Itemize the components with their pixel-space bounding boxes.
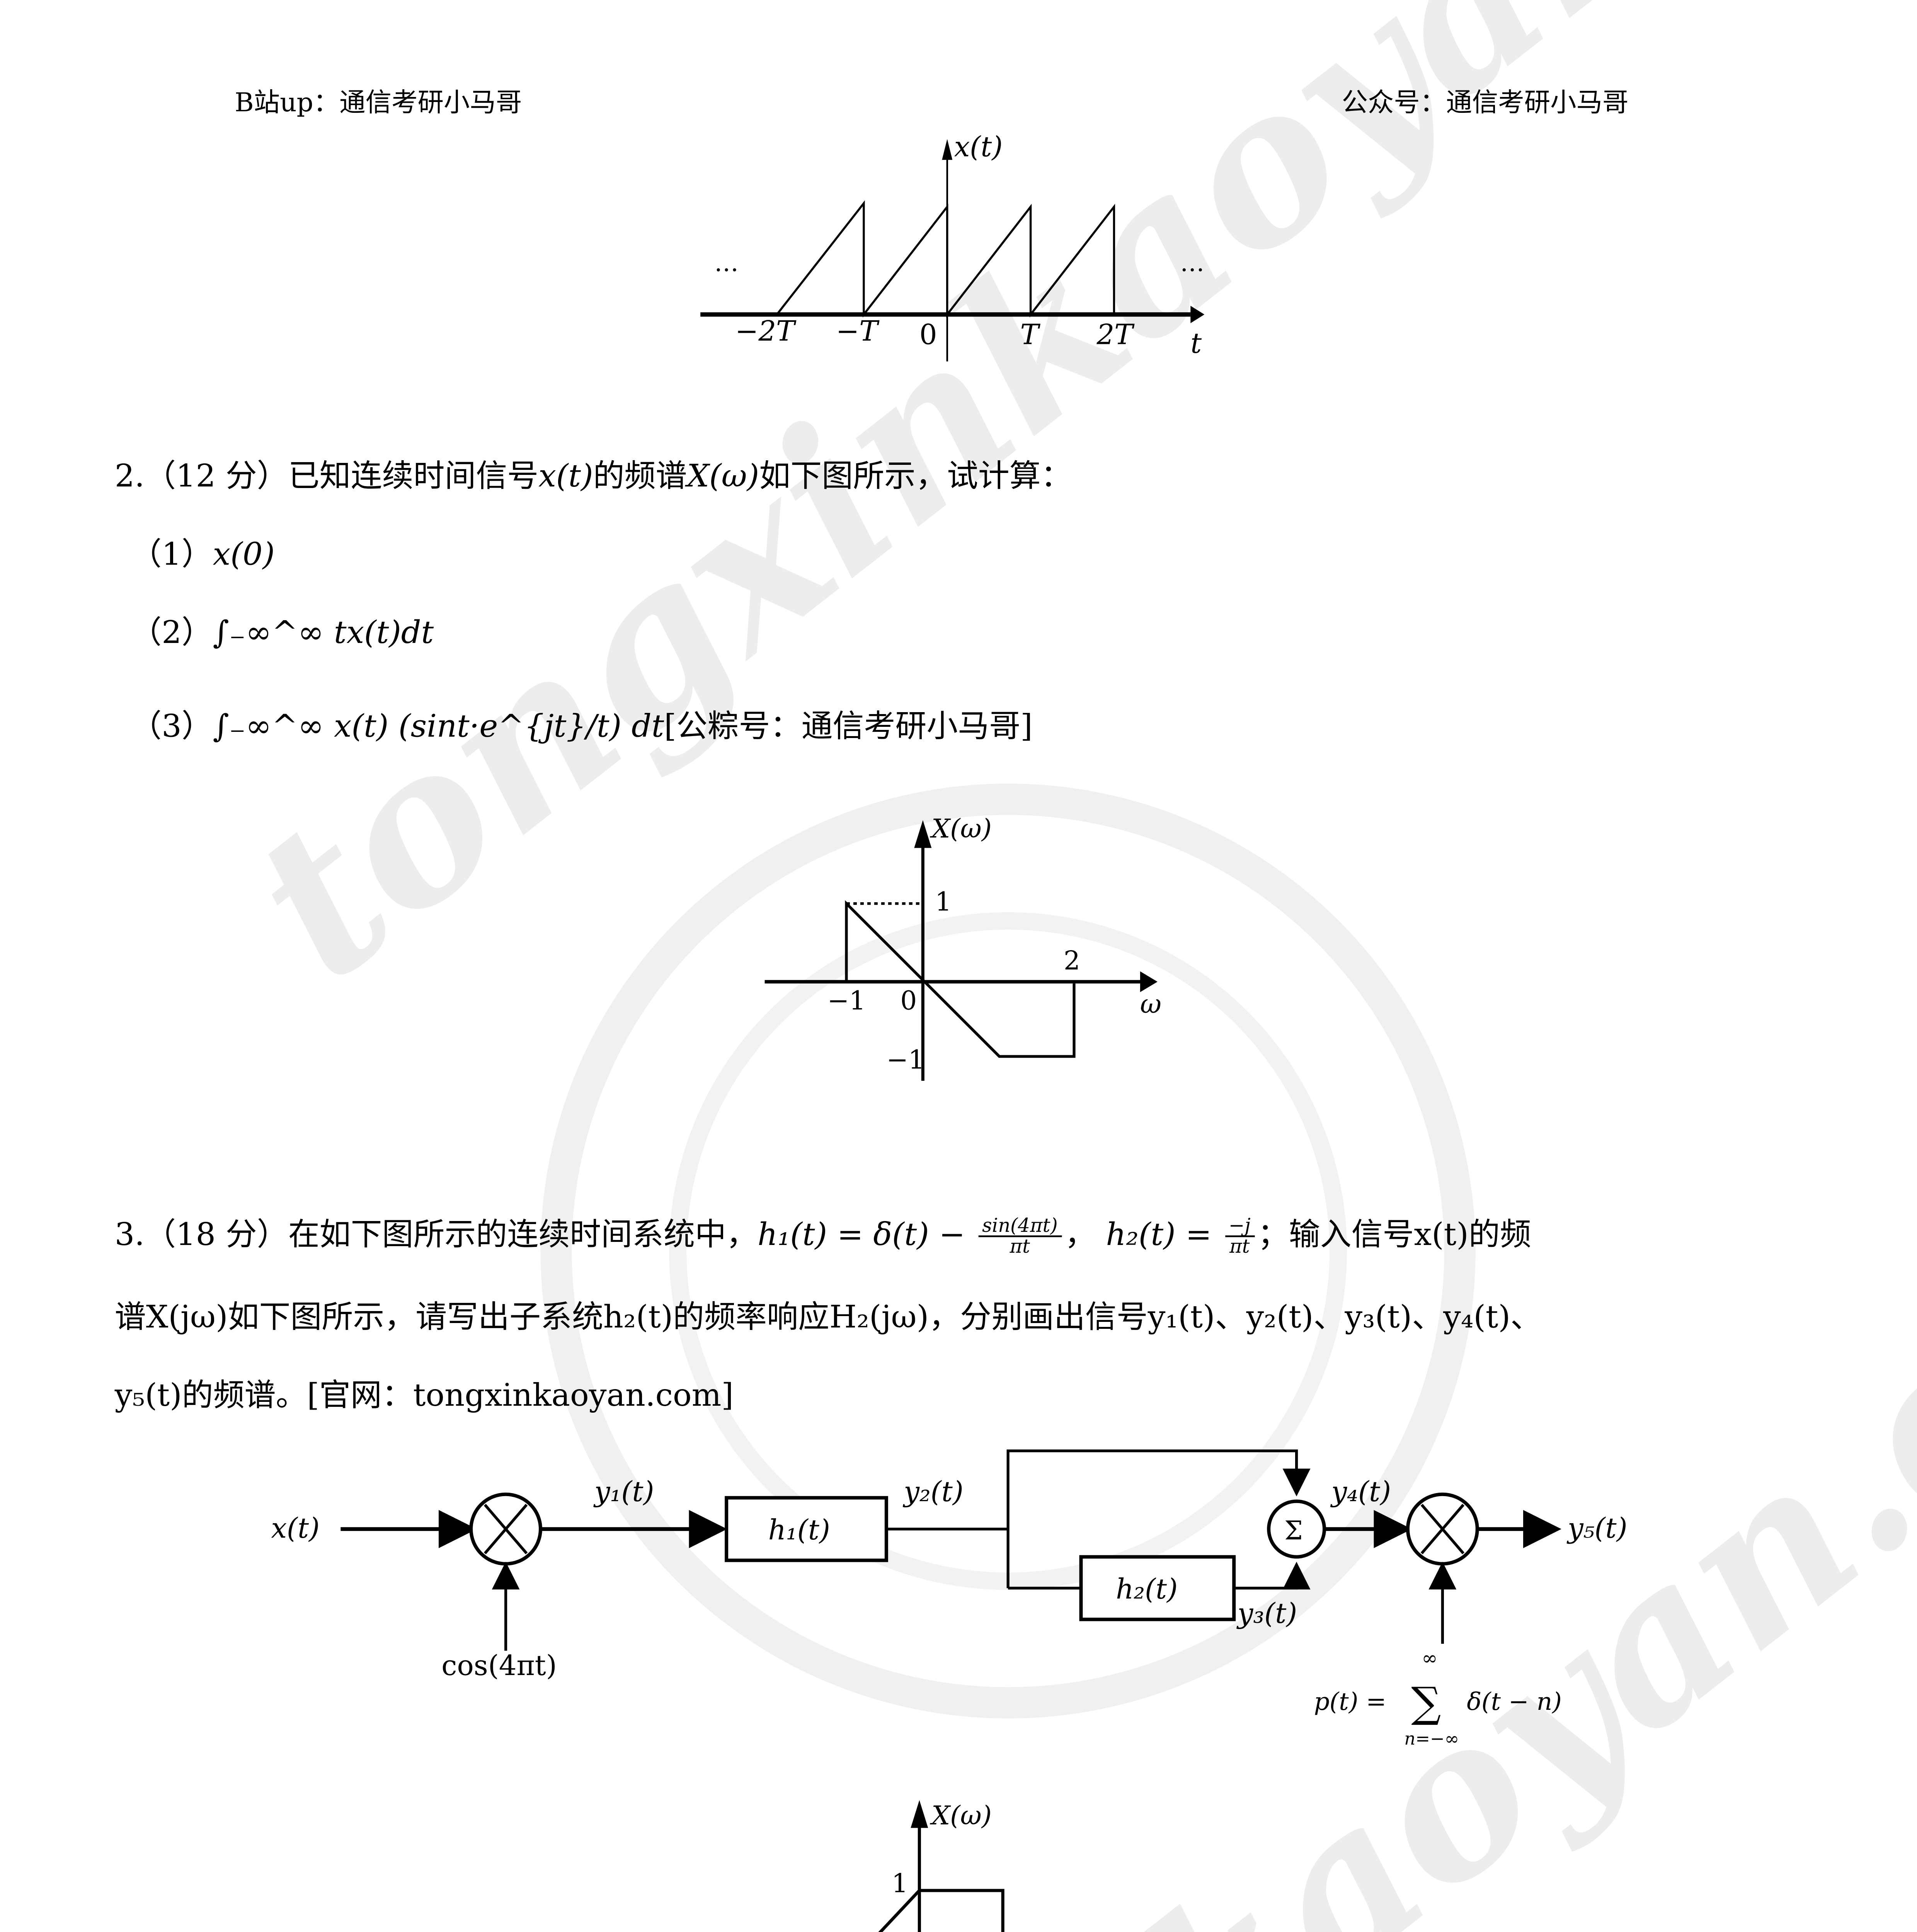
y-tick: −1 <box>886 1044 924 1075</box>
tick-label: −T <box>836 315 880 347</box>
tick-label: 2T <box>1096 318 1135 350</box>
chart-title: X(ω) <box>930 1800 992 1831</box>
h1-block <box>725 1496 888 1562</box>
tick-label: T <box>1020 318 1041 350</box>
x-axis-label: t <box>1190 327 1202 359</box>
x-axis-label: ω <box>1140 989 1161 1019</box>
problem3-line1: 3.（18 分）在如下图所示的连续时间系统中，h₁(t) = δ(t) − si… <box>114 1214 1531 1258</box>
spectrum-chart-problem2: X(ω) 1 −1 −1 0 2 ω <box>764 813 1161 1081</box>
header-right: 公众号：通信考研小马哥 <box>1342 87 1629 118</box>
pt-lower: n=−∞ <box>1404 1728 1459 1749</box>
sum-symbol: Σ <box>1284 1515 1303 1546</box>
header-left: B站up：通信考研小马哥 <box>235 87 522 118</box>
spectrum-chart-problem3: X(ω) 1 −π 0 π ω <box>878 1800 1004 1932</box>
y-tick: 1 <box>892 1868 908 1898</box>
problem2-item-2: （2）∫₋∞^∞ tx(t)dt <box>130 615 434 652</box>
x-tick: −1 <box>827 985 865 1016</box>
y3-label: y₃(t) <box>1236 1597 1297 1629</box>
problem2-item-1: （1）x(0) <box>130 537 275 573</box>
tick-label: −2T <box>735 315 797 347</box>
summer-node <box>1267 1499 1326 1559</box>
problem3-line2: 谱X(jω)如下图所示，请写出子系统h₂(t)的频率响应H₂(jω)，分别画出信… <box>114 1299 1542 1337</box>
pt-rhs: δ(t − n) <box>1467 1687 1562 1716</box>
output-label: y₅(t) <box>1566 1512 1628 1544</box>
y-axis-label: x(t) <box>954 131 1003 163</box>
problem2-statement: 2.（12 分）已知连续时间信号x(t)的频谱X(ω)如下图所示，试计算： <box>114 459 1072 495</box>
h2-label: h₂(t) <box>1116 1573 1178 1605</box>
x-tick: 2 <box>1064 945 1080 976</box>
problem3-line3: y₅(t)的频谱。[官网：tongxinkaoyan.com] <box>114 1378 734 1415</box>
input-label: x(t) <box>271 1512 320 1544</box>
pt-sum: ∑ <box>1411 1679 1441 1727</box>
x-tick: 0 <box>900 985 917 1016</box>
block-diagram: x(t) cos(4πt) y₁(t) h₁(t) y₂(t) h₂(t) y₃… <box>271 1449 1628 1749</box>
pt-lhs: p(t) = <box>1314 1687 1386 1716</box>
ellipsis: … <box>714 249 739 277</box>
y1-label: y₁(t) <box>593 1475 654 1508</box>
y4-label: y₄(t) <box>1330 1475 1391 1508</box>
problem2-item-3: （3）∫₋∞^∞ x(t) (sint·e^{jt}/t) dt[公粽号：通信考… <box>130 709 1033 746</box>
h1-label: h₁(t) <box>768 1514 830 1546</box>
carrier-label: cos(4πt) <box>441 1649 557 1682</box>
tick-label: 0 <box>919 318 937 350</box>
y2-label: y₂(t) <box>902 1475 964 1508</box>
chart-title: X(ω) <box>930 813 992 844</box>
sawtooth-figure: x(t) t −2T −T 0 T 2T … … <box>700 131 1205 362</box>
ellipsis: … <box>1180 249 1204 277</box>
pt-upper: ∞ <box>1422 1647 1437 1669</box>
y-tick: 1 <box>935 886 952 917</box>
